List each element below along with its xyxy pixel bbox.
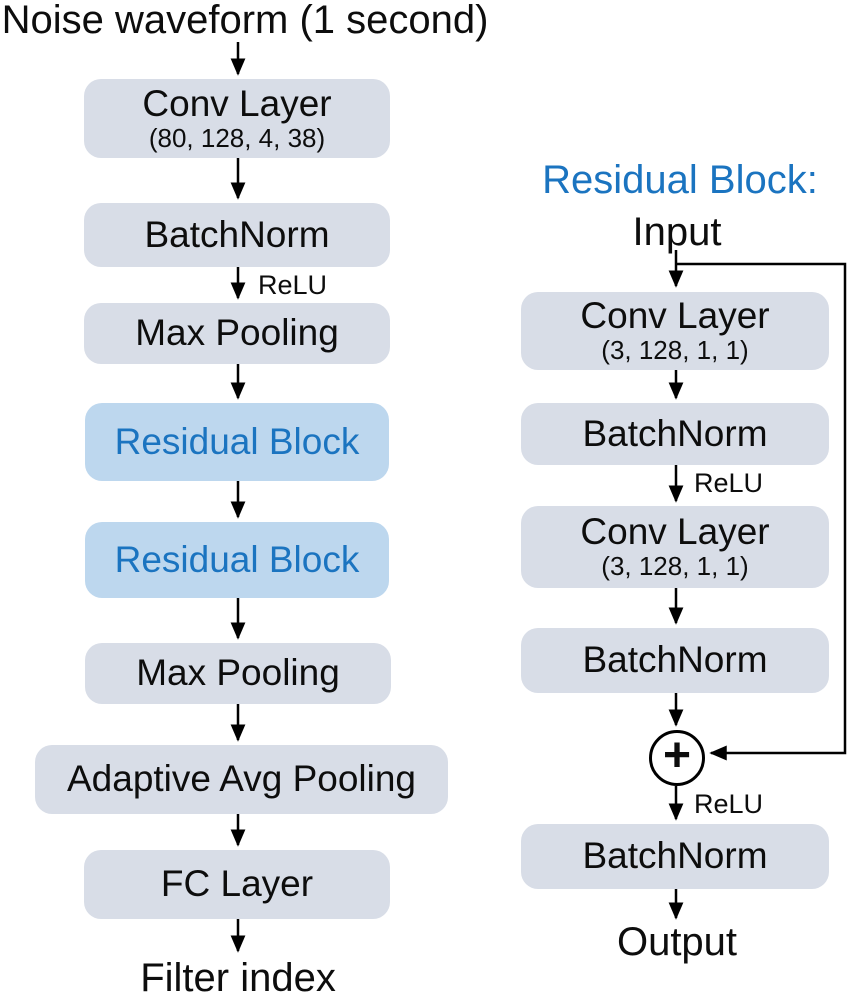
residual-block-title: Residual Block: [542, 158, 818, 202]
sum-node: + [649, 730, 705, 786]
relu-label: ReLU [258, 270, 328, 300]
conv-params: (3, 128, 1, 1) [601, 551, 749, 582]
box-label: BatchNorm [582, 639, 768, 681]
box-label: BatchNorm [582, 835, 768, 877]
relu-label: ReLU [694, 789, 764, 819]
main-conv-layer-box: Conv Layer (80, 128, 4, 38) [84, 79, 390, 158]
detail-conv-layer-2-box: Conv Layer (3, 128, 1, 1) [521, 506, 829, 588]
box-label: Max Pooling [135, 312, 339, 354]
box-label: Residual Block [114, 420, 360, 462]
detail-batchnorm-1-box: BatchNorm [521, 403, 829, 465]
plus-icon: + [662, 729, 692, 782]
detail-input-label: Input [632, 210, 722, 254]
detail-conv-layer-1-box: Conv Layer (3, 128, 1, 1) [521, 292, 829, 370]
conv-params: (3, 128, 1, 1) [601, 335, 749, 366]
detail-output-label: Output [616, 920, 738, 964]
relu-label: ReLU [694, 468, 764, 498]
main-batchnorm-box: BatchNorm [84, 203, 390, 267]
main-residual-block-1-box: Residual Block [85, 403, 389, 481]
main-max-pooling-2-box: Max Pooling [85, 643, 391, 704]
box-label: Conv Layer [142, 82, 332, 124]
main-residual-block-2-box: Residual Block [85, 522, 389, 598]
main-output-label: Filter index [140, 956, 336, 997]
main-max-pooling-box: Max Pooling [84, 303, 390, 364]
box-label: FC Layer [160, 863, 314, 905]
box-label: Conv Layer [580, 295, 770, 337]
box-label: Max Pooling [136, 652, 340, 694]
main-input-label: Noise waveform (1 second) [1, 0, 489, 42]
box-label: BatchNorm [582, 412, 768, 454]
detail-batchnorm-2-box: BatchNorm [521, 628, 829, 693]
box-label: BatchNorm [144, 213, 330, 255]
detail-batchnorm-3-box: BatchNorm [521, 824, 829, 889]
main-adaptive-avg-pooling-box: Adaptive Avg Pooling [35, 745, 448, 814]
main-fc-layer-box: FC Layer [84, 850, 390, 919]
conv-params: (80, 128, 4, 38) [148, 122, 326, 153]
box-label: Residual Block [114, 538, 360, 580]
box-label: Adaptive Avg Pooling [66, 758, 417, 800]
box-label: Conv Layer [580, 511, 770, 553]
